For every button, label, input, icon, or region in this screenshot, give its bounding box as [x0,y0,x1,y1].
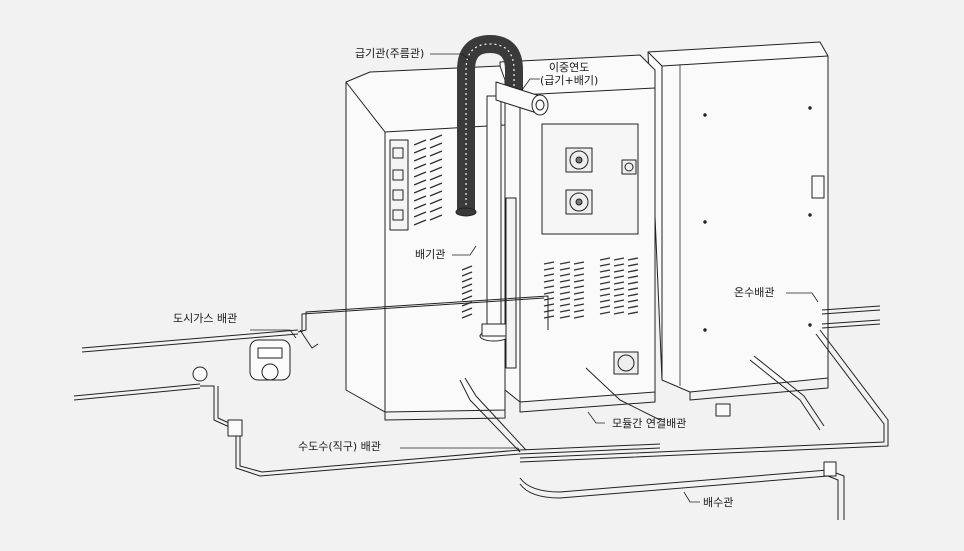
right-boiler-cabinet [647,41,829,401]
label-water-pipe: 수도수(직구) 배관 [298,440,381,453]
left-boiler-cabinet [345,65,506,421]
label-double-flue: 이중연도 (급기+배기) [540,61,598,87]
label-hot-water-pipe: 온수배관 [734,286,775,299]
module-connection-pipes [459,355,825,453]
hot-water-pipe [519,305,889,463]
double-flue [495,81,549,116]
middle-boiler-cabinet [499,54,656,413]
label-double-flue-line1: 이중연도 [548,61,590,74]
intake-flexible-duct [455,35,523,217]
exhaust-pipe [479,95,517,369]
label-drain-pipe: 배수관 [703,496,734,509]
label-intake-pipe: 급기관(주름관) [355,47,425,60]
label-module-connection: 모듈간 연결배관 [612,417,687,430]
drain-pipe [519,461,845,520]
label-gas-pipe: 도시가스 배관 [173,312,238,325]
water-pipe [73,366,661,477]
label-double-flue-line2: (급기+배기) [540,74,599,87]
gas-pipe [81,295,549,381]
label-exhaust-pipe: 배기관 [415,248,446,261]
leader-lines [250,53,819,503]
